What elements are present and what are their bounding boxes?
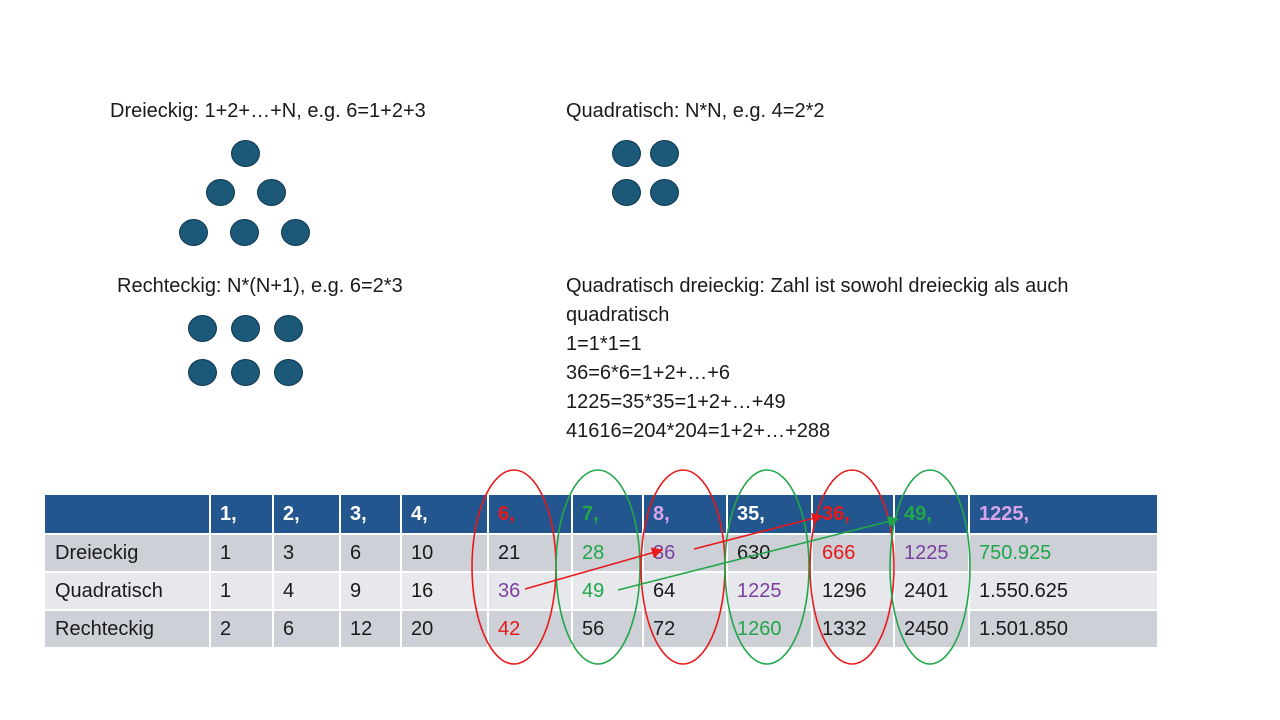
dot (231, 140, 260, 167)
header-cell: 6, (488, 495, 573, 535)
dot (231, 315, 260, 342)
table-cell: 12 (340, 610, 402, 649)
header-cell: 8, (643, 495, 728, 535)
table-cell: 20 (401, 610, 489, 649)
number-table: 1, 2, 3, 4, 6, 7, 8, 35, 36, 49, 1225, D… (45, 495, 1159, 649)
header-cell: 1225, (969, 495, 1159, 535)
header-cell: 4, (401, 495, 489, 535)
label-quadratisch: Quadratisch: N*N, e.g. 4=2*2 (566, 100, 825, 122)
table-header-row: 1, 2, 3, 4, 6, 7, 8, 35, 36, 49, 1225, (45, 495, 1159, 535)
qd-line: 36=6*6=1+2+…+6 (566, 362, 731, 384)
table-row: Rechteckig 2 6 12 20 42 56 72 1260 1332 … (45, 610, 1159, 649)
table-cell: 1260 (727, 610, 813, 649)
qd-line: 41616=204*204=1+2+…+288 (566, 420, 831, 442)
table-cell: 2 (210, 610, 274, 649)
row-label: Rechteckig (45, 610, 211, 649)
table-cell: 28 (572, 534, 644, 573)
row-label: Quadratisch (45, 572, 211, 611)
table-cell: 49 (572, 572, 644, 611)
table-cell: 6 (273, 610, 341, 649)
table-row: Dreieckig 1 3 6 10 21 28 36 630 666 1225… (45, 534, 1159, 573)
dot (231, 359, 260, 386)
table-cell: 36 (488, 572, 573, 611)
header-cell: 1, (210, 495, 274, 535)
table-cell: 2450 (894, 610, 970, 649)
qd-line: Quadratisch dreieckig: Zahl ist sowohl d… (566, 275, 1069, 297)
table-cell: 1296 (812, 572, 895, 611)
quadratisch-dreieckig-text: Quadratisch dreieckig: Zahl ist sowohl d… (566, 272, 1068, 446)
qd-line: 1=1*1=1 (566, 333, 642, 355)
row-label: Dreieckig (45, 534, 211, 573)
header-cell: 7, (572, 495, 644, 535)
dot (188, 359, 217, 386)
table-cell: 21 (488, 534, 573, 573)
dot (612, 140, 641, 167)
dot (650, 179, 679, 206)
header-cell: 3, (340, 495, 402, 535)
label-rechteckig: Rechteckig: N*(N+1), e.g. 6=2*3 (117, 275, 403, 297)
table-cell: 72 (643, 610, 728, 649)
table-cell: 56 (572, 610, 644, 649)
table-cell: 42 (488, 610, 573, 649)
table-cell: 1 (210, 572, 274, 611)
dot (612, 179, 641, 206)
table-cell: 1 (210, 534, 274, 573)
table-cell: 10 (401, 534, 489, 573)
table-cell: 6 (340, 534, 402, 573)
header-cell: 35, (727, 495, 813, 535)
qd-line: 1225=35*35=1+2+…+49 (566, 391, 786, 413)
dot (206, 179, 235, 206)
dot (281, 219, 310, 246)
header-cell: 49, (894, 495, 970, 535)
table-cell: 1.550.625 (969, 572, 1159, 611)
table-cell: 3 (273, 534, 341, 573)
table-cell: 630 (727, 534, 813, 573)
table-cell: 666 (812, 534, 895, 573)
header-cell: 36, (812, 495, 895, 535)
header-cell (45, 495, 211, 535)
header-cell: 2, (273, 495, 341, 535)
table-cell: 1225 (727, 572, 813, 611)
table-cell: 9 (340, 572, 402, 611)
table-cell: 2401 (894, 572, 970, 611)
dot (274, 315, 303, 342)
table-cell: 36 (643, 534, 728, 573)
table-row: Quadratisch 1 4 9 16 36 49 64 1225 1296 … (45, 572, 1159, 611)
dot (650, 140, 679, 167)
table-cell: 1332 (812, 610, 895, 649)
dot (230, 219, 259, 246)
table-cell: 64 (643, 572, 728, 611)
table-cell: 4 (273, 572, 341, 611)
dot (188, 315, 217, 342)
qd-line: quadratisch (566, 304, 670, 326)
dot (274, 359, 303, 386)
table-cell: 750.925 (969, 534, 1159, 573)
table-cell: 1.501.850 (969, 610, 1159, 649)
label-dreieckig: Dreieckig: 1+2+…+N, e.g. 6=1+2+3 (110, 100, 426, 122)
table-cell: 16 (401, 572, 489, 611)
dot (179, 219, 208, 246)
dot (257, 179, 286, 206)
table-cell: 1225 (894, 534, 970, 573)
